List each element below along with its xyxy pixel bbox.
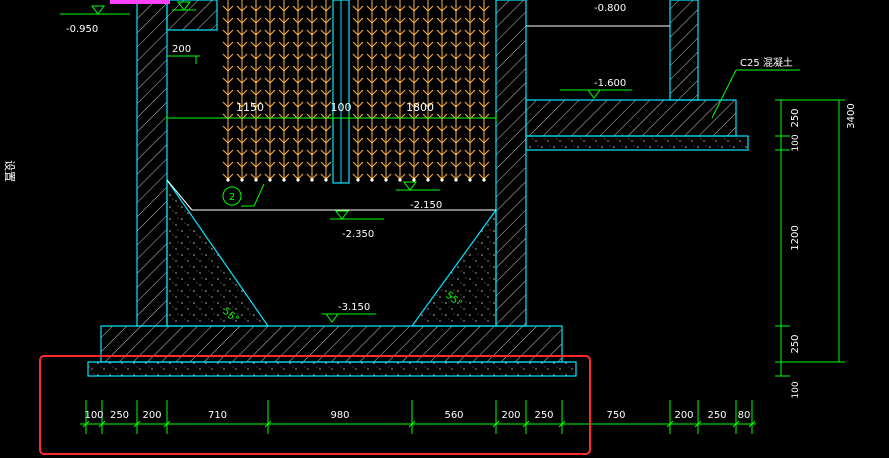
material-label: C25 混凝土: [711, 56, 800, 119]
dim-200-top: 200: [167, 44, 200, 64]
right-dim-250-top: 250: [790, 108, 801, 127]
svg-text:-1.600: -1.600: [594, 78, 626, 89]
bottom-dim-label: 250: [534, 410, 553, 421]
filter-media: [222, 0, 490, 182]
svg-text:-0.950: -0.950: [66, 24, 98, 35]
svg-text:C25 混凝土: C25 混凝土: [740, 56, 793, 69]
elev-marker-media-bottom: -2.150: [396, 181, 442, 211]
hopper-right-fill: [410, 208, 497, 327]
media-dim-100: 100: [331, 101, 352, 114]
right-dim-250-bottom: 250: [790, 334, 801, 353]
elev-marker-top-mid: [172, 1, 196, 11]
inlet-pipe: [110, 0, 170, 4]
bottom-dim-label: 100: [84, 410, 103, 421]
callout-2: 2: [222, 183, 265, 207]
foundation-cushion: [87, 361, 577, 377]
elev-marker-tank-bottom: -3.150: [322, 302, 376, 323]
bottom-dim-label: 200: [501, 410, 520, 421]
right-chamber-wall: [525, 0, 749, 151]
highlight-box: [39, 355, 591, 455]
media-dimension: 1150 100 1800: [166, 101, 497, 122]
svg-text:200: 200: [172, 44, 191, 55]
hopper-left-edge: [166, 179, 193, 211]
bottom-dim-label: 80: [738, 410, 751, 421]
media-dim-1800: 1800: [406, 101, 434, 114]
bottom-dim-label: 980: [330, 410, 349, 421]
left-wall: [136, 0, 168, 327]
bottom-dim-label: 710: [208, 410, 227, 421]
svg-text:-0.800: -0.800: [594, 3, 626, 14]
bottom-dimensions: 100 250 200 710 980 560 200 250 750 200 250 80: [80, 400, 756, 434]
right-dimensions: 250 100 1200 250 100 3400: [775, 99, 857, 399]
center-divider: [332, 0, 350, 184]
svg-text:2: 2: [229, 192, 235, 203]
elev-marker-top-right: -0.800: [594, 3, 626, 14]
elev-marker-right-mid: -1.600: [560, 78, 632, 99]
right-dim-total: 3400: [846, 103, 857, 128]
svg-text:-3.150: -3.150: [338, 302, 370, 313]
elev-marker-top-left: -0.950: [60, 5, 130, 35]
bottom-dim-label: 560: [444, 410, 463, 421]
bottom-dim-label: 200: [142, 410, 161, 421]
svg-text:-2.150: -2.150: [410, 200, 442, 211]
elev-marker-hopper-top: -2.350: [330, 210, 384, 240]
bottom-dim-label: 250: [707, 410, 726, 421]
hopper-left-fill: [166, 178, 270, 327]
left-upper-wall: [166, 0, 218, 31]
right-wall: [495, 0, 527, 327]
bottom-dim-label: 200: [674, 410, 693, 421]
media-dim-1150: 1150: [236, 101, 264, 114]
right-dim-100-top: 100: [791, 134, 801, 151]
side-label: 设置: [3, 160, 16, 182]
right-dim-1200: 1200: [790, 225, 801, 250]
bottom-dim-label: 250: [110, 410, 129, 421]
right-dim-100-bottom: 100: [791, 381, 801, 398]
svg-text:-2.350: -2.350: [342, 229, 374, 240]
bottom-dim-label: 750: [606, 410, 625, 421]
